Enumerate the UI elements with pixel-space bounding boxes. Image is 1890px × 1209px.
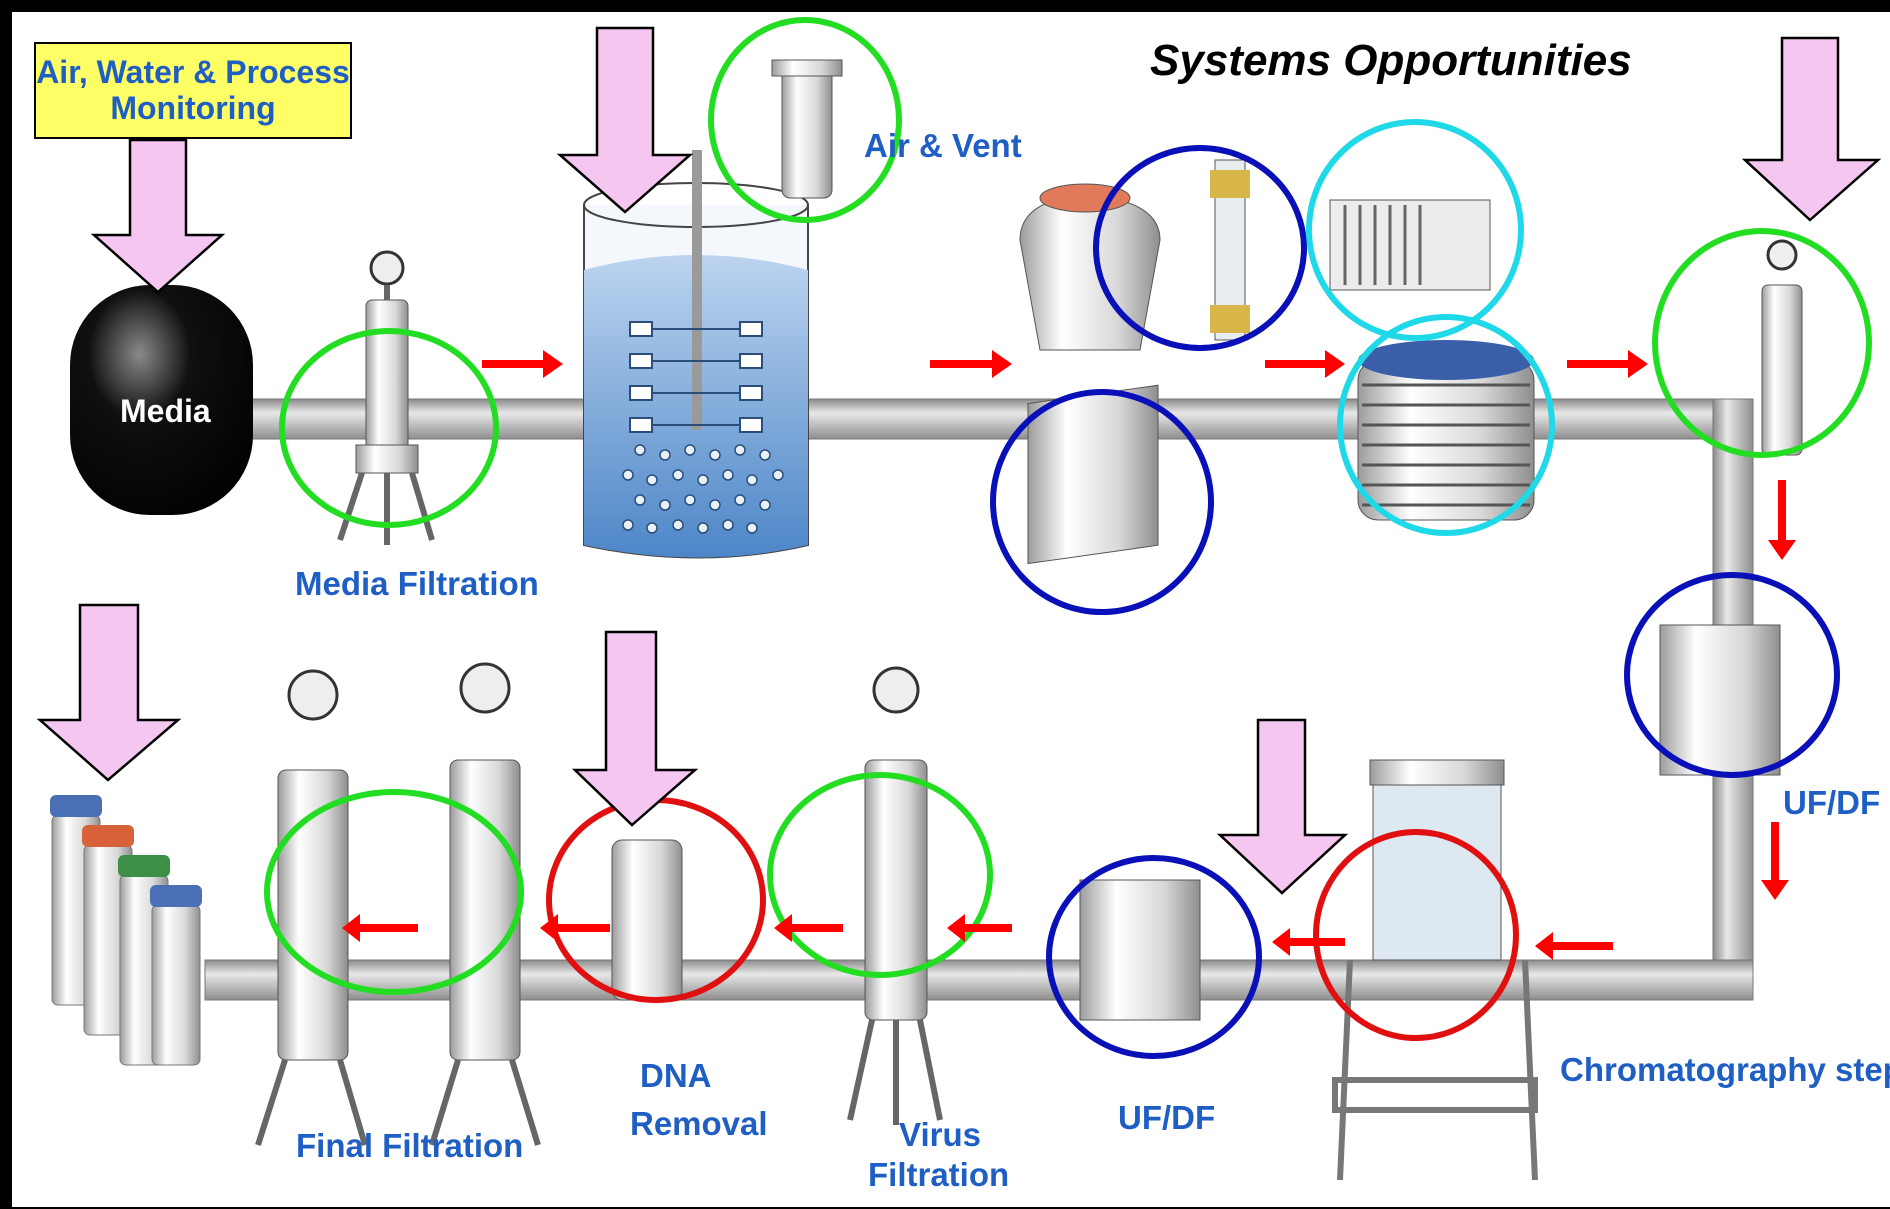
depth-filter-stack [1357,340,1535,521]
input-arrow-right-filter [1741,36,1882,222]
ring-final-filtration [264,789,524,995]
flow-arrow-7 [1535,932,1613,960]
chromatography-column [1332,759,1538,1181]
monitoring-box-line2: Monitoring [110,89,276,126]
flow-arrow-1 [482,350,563,378]
input-arrow-media [90,138,226,294]
air-vent-capsule [771,59,843,199]
flow-arrow-4 [1567,350,1648,378]
label-chromatography: Chromatography steps [1560,1051,1890,1088]
page-title: Systems Opportunities [1150,36,1632,85]
flow-arrow-9 [947,914,1012,942]
ring-chromatography [1313,829,1519,1041]
ring-depth-filter [1337,314,1555,536]
input-arrow-vials [36,603,182,782]
ring-air-vent [708,17,902,223]
monitoring-box-line1: Air, Water & Process [36,53,350,90]
cassette-holder-top [1027,384,1159,565]
centrifuge [1019,183,1161,351]
flow-arrow-10 [774,914,843,942]
label-ufdf-bottom: UF/DF [1118,1099,1216,1136]
ring-media-filtration [279,328,499,528]
label-dna-removal-line1: DNA [640,1057,712,1094]
label-final-filtration: Final Filtration [296,1127,524,1164]
ufdf-cassette-bottom [1079,879,1201,1021]
media-tank [70,285,253,515]
flow-arrow-12 [342,914,418,942]
input-arrows [36,26,1882,895]
flow-arrow-2 [930,350,1012,378]
virus-filter-housing [847,666,943,1125]
ring-virus-filtration [767,772,993,978]
monitoring-box: Air, Water & Process Monitoring [34,42,352,139]
label-media: Media [120,393,211,429]
right-filter-housing [1761,239,1803,456]
ring-cassette-top [990,389,1214,615]
label-media-filtration: Media Filtration [295,565,539,602]
ring-right-filter [1652,228,1872,458]
label-virus-filtration-line1: Virus [899,1116,981,1153]
ring-filter-press [1306,119,1524,341]
process-arrows [342,350,1796,960]
input-arrow-bioreactor [556,26,694,214]
label-virus-filtration: Virus [875,1115,1005,1155]
input-arrow-chromatography [1216,718,1349,895]
input-arrow-dna-removal [571,630,699,827]
flow-arrow-11 [540,914,610,942]
flow-arrow-8 [1272,928,1345,956]
flow-arrow-6 [1761,822,1789,900]
final-filter-housings [255,662,541,1146]
label-dna-removal-line2: Removal [630,1105,768,1142]
flow-column [1210,159,1250,341]
ring-centrifuge [1093,145,1307,351]
label-ufdf-right: UF/DF [1783,784,1881,821]
filter-press [1329,199,1491,291]
bioreactor [583,150,809,559]
product-vials [50,795,202,1066]
ufdf-cassette-right [1659,624,1781,776]
flow-arrow-5 [1768,480,1796,560]
ring-ufdf-bottom [1046,855,1262,1059]
label-virus-filtration-line2: Filtration [868,1156,1010,1193]
ring-ufdf-right [1624,572,1840,778]
dna-removal-capsule [611,839,683,1001]
flow-arrow-3 [1265,350,1345,378]
label-air-vent: Air & Vent [864,127,1022,164]
media-filter-housing [337,250,435,545]
